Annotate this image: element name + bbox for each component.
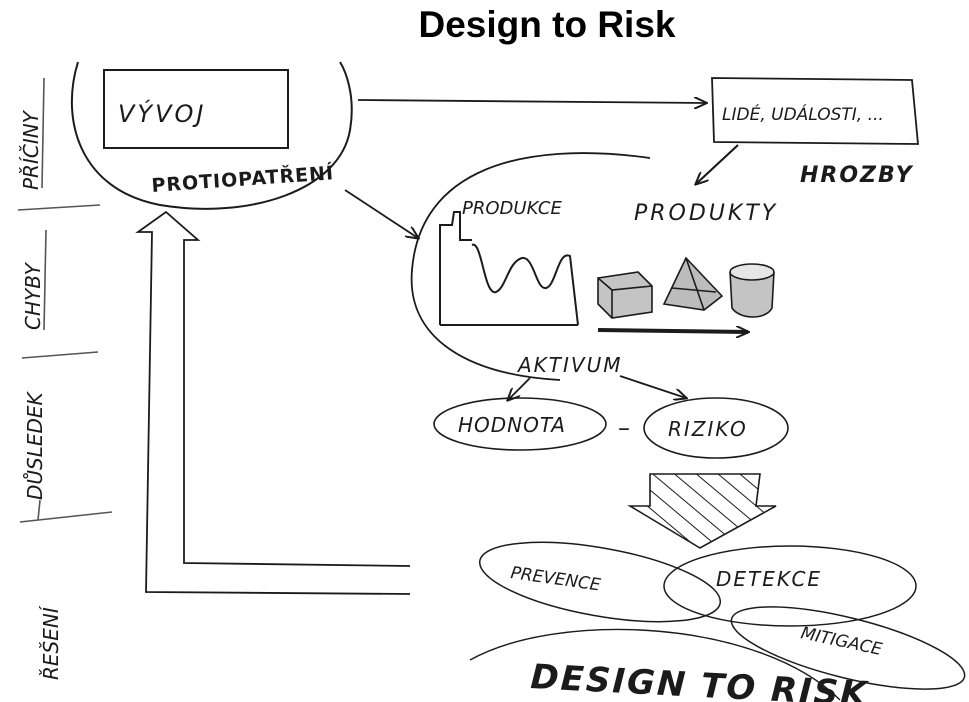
production-flow-arrow — [597, 330, 748, 332]
sidebar-item-chyby: CHYBY — [21, 261, 45, 330]
sidebar-dividers — [17, 77, 113, 523]
pyramid-icon — [662, 256, 724, 311]
arrow-aktivum-to-riziko — [619, 375, 686, 398]
arrow-aktivum-to-hodnota — [508, 377, 531, 400]
design-to-risk-arc — [469, 628, 841, 701]
design-to-risk-label: DESIGN TO RISK — [530, 657, 871, 702]
arrow-protiopatreni-to-produkce — [344, 189, 418, 238]
prevence-oval — [478, 541, 722, 623]
cylinder-icon — [729, 263, 775, 318]
protiopatreni-label: PROTIOPATŘENÍ — [151, 161, 335, 197]
cube-icon — [597, 271, 653, 319]
lide-box — [711, 77, 919, 145]
detekce-label: DETEKCE — [716, 567, 822, 591]
hatched-down-arrow — [627, 473, 777, 549]
arrow-vyvoj-to-lide — [357, 100, 706, 103]
produkce-label: PRODUKCE — [462, 198, 562, 219]
hodnota-label: HODNOTA — [458, 413, 566, 437]
detekce-oval — [663, 545, 917, 627]
sidebar-item-priciny: PŘÍČINY — [19, 109, 43, 190]
sidebar-labels: PŘÍČINY CHYBY DŮSLEDEK ŘEŠENÍ — [19, 109, 63, 680]
vyvoj-box — [103, 69, 289, 149]
page-title: Design to Risk — [418, 4, 676, 45]
mitigace-label: MITIGACE — [799, 623, 884, 660]
aktivum-label: AKTIVUM — [516, 353, 623, 377]
vyvoj-oval — [70, 61, 353, 210]
riziko-label: RIZIKO — [668, 417, 748, 441]
produkty-label: PRODUKTY — [634, 201, 778, 226]
riziko-oval — [643, 397, 789, 459]
sidebar-item-reseni: ŘEŠENÍ — [39, 605, 63, 680]
feedback-arrow — [135, 210, 411, 595]
minus-sign: – — [618, 414, 630, 442]
hodnota-oval — [433, 397, 607, 451]
produkce-oval — [410, 152, 651, 381]
hrozby-label: HROZBY — [800, 163, 914, 188]
lide-label: LIDÉ, UDÁLOSTI, ... — [722, 103, 884, 125]
mitigace-oval — [730, 606, 966, 690]
vyvoj-label: VÝVOJ — [118, 99, 206, 128]
sidebar-item-dusledek: DŮSLEDEK — [23, 390, 47, 500]
vyvoj-node — [70, 61, 353, 210]
arrow-hrozby-to-produkty — [696, 144, 739, 184]
factory-icon — [439, 211, 579, 326]
prevence-label: PREVENCE — [509, 563, 602, 595]
